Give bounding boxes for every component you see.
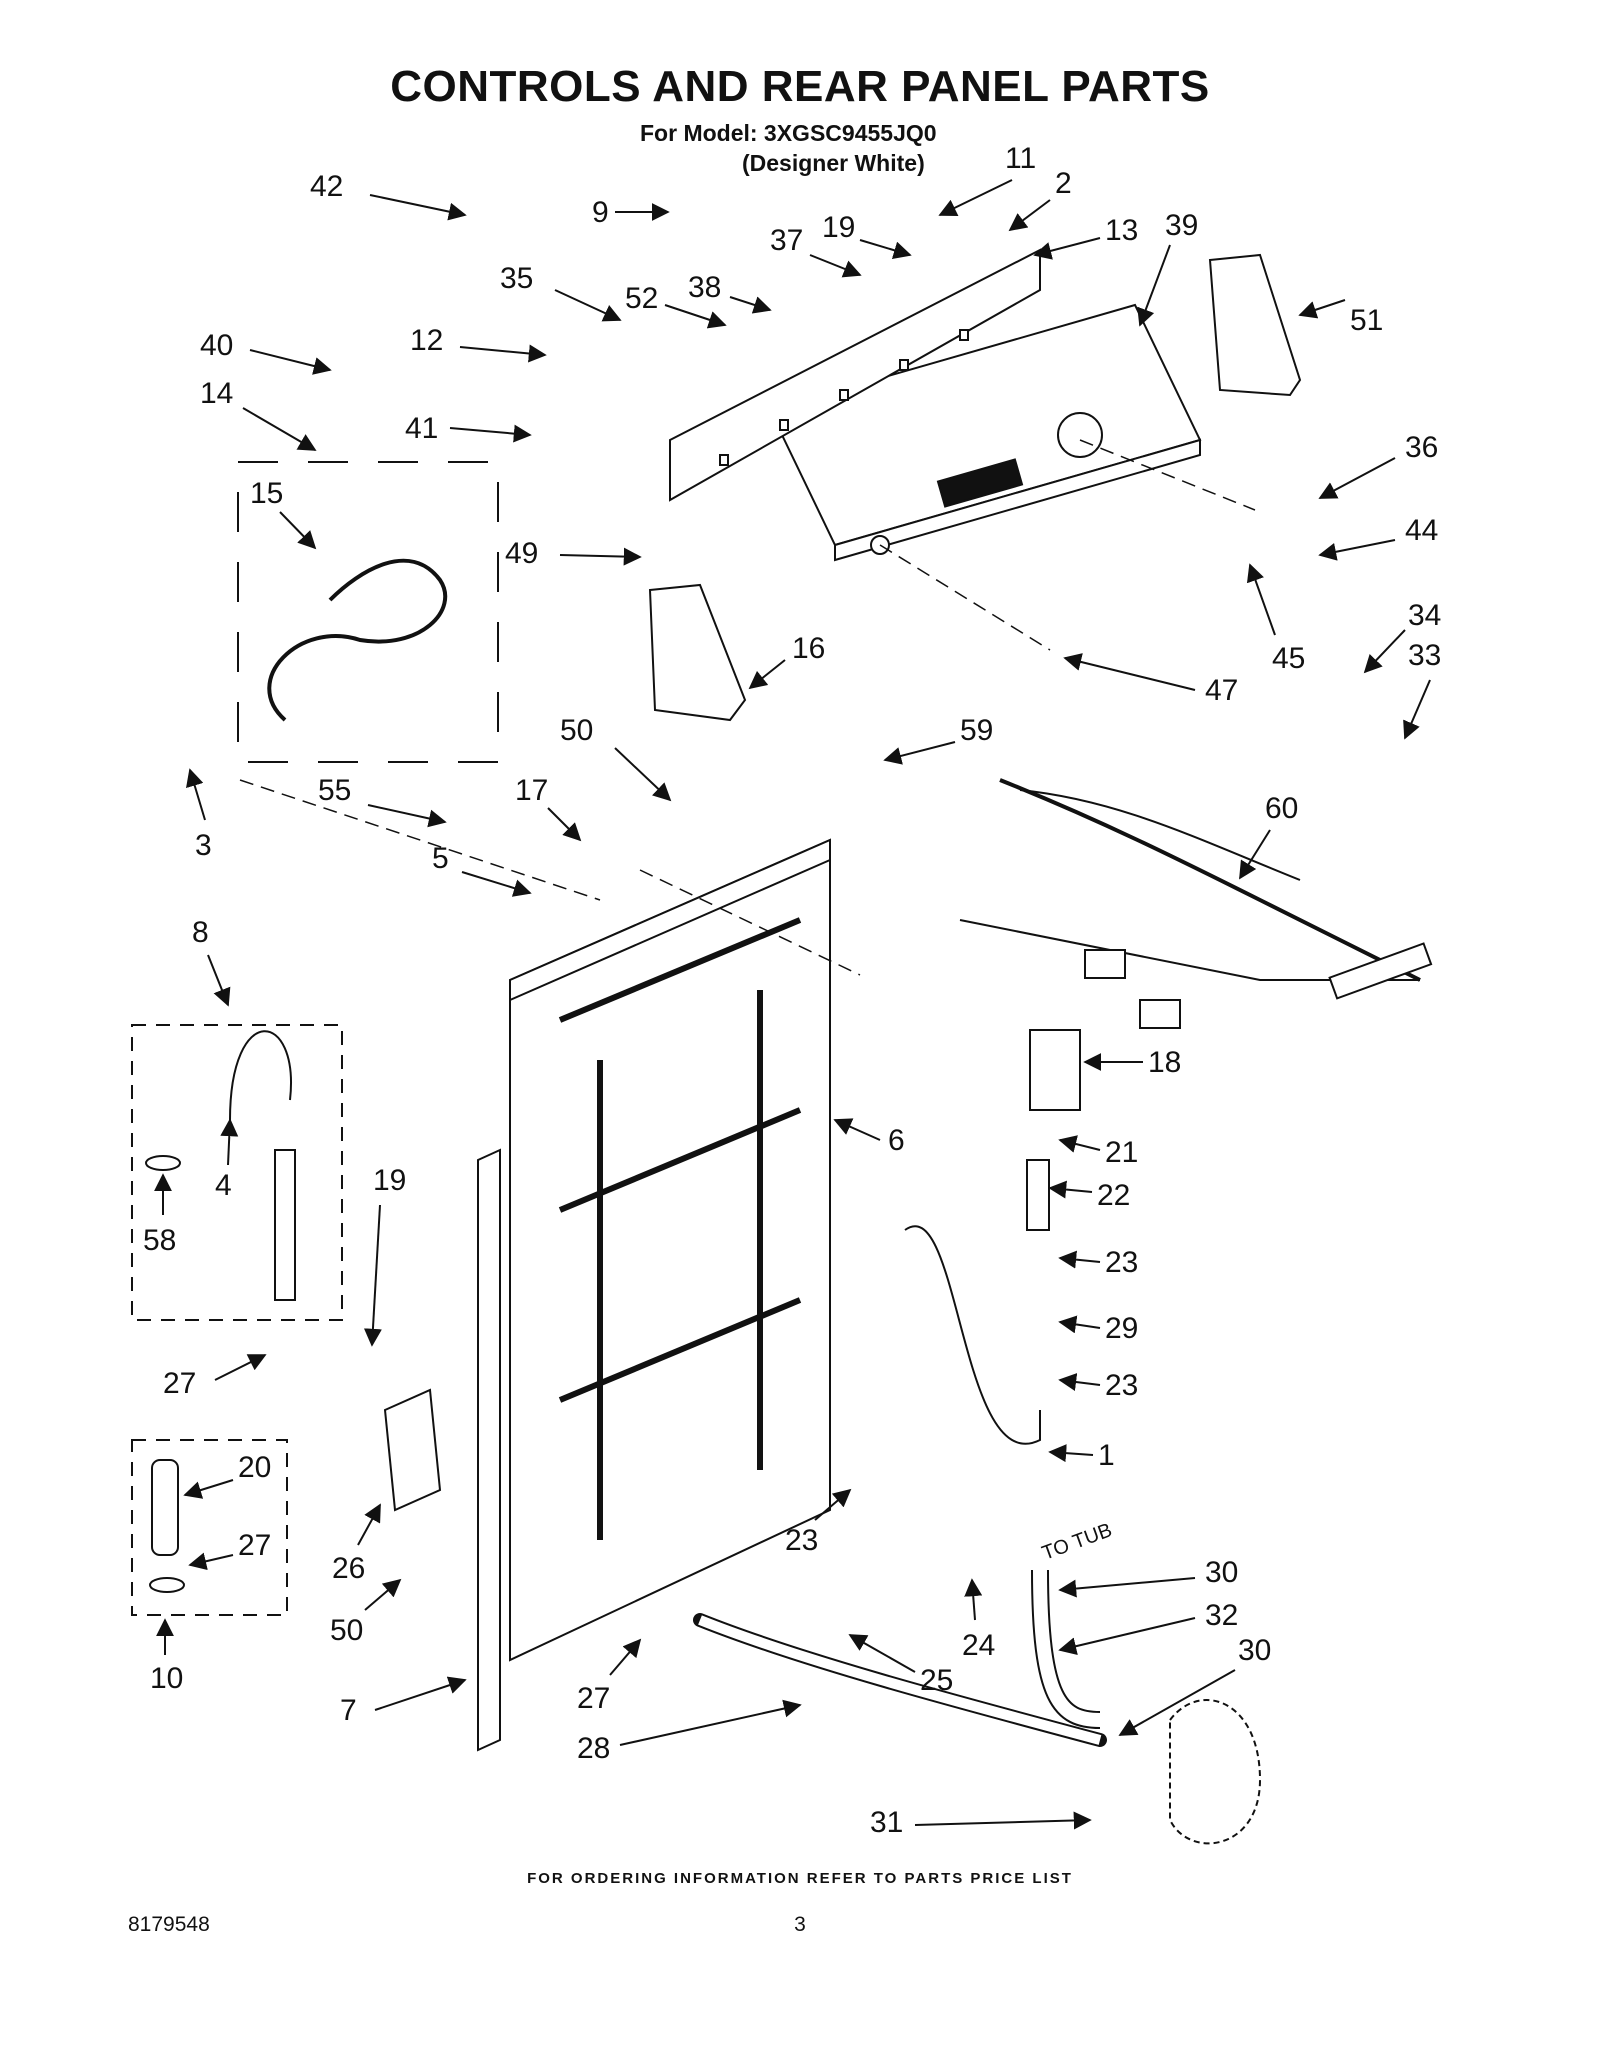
wire-harness [999,778,1421,982]
callout-8: 8 [192,916,209,949]
callout-30b: 30 [1238,1634,1271,1667]
callout-51: 51 [1350,304,1383,337]
callout-58: 58 [143,1224,176,1257]
callout-35: 35 [500,262,533,295]
callout-28: 28 [577,1732,610,1765]
callout-20: 20 [238,1451,271,1484]
callout-2: 2 [1055,167,1072,200]
callout-55: 55 [318,774,351,807]
callout-44: 44 [1405,514,1438,547]
ordering-note: FOR ORDERING INFORMATION REFER TO PARTS … [527,1870,1073,1887]
callout-49: 49 [505,537,538,570]
callout-27c: 27 [577,1682,610,1715]
callout-21: 21 [1105,1136,1138,1169]
callout-60: 60 [1265,792,1298,825]
fill-hose-1 [904,1225,1041,1445]
end-cap-left [648,583,747,722]
bracket-26 [383,1388,442,1512]
callout-24: 24 [962,1629,995,1662]
callout-11: 11 [1005,142,1036,175]
callout-10: 10 [150,1662,183,1695]
callout-31: 31 [870,1806,903,1839]
callout-23a: 23 [1105,1246,1138,1279]
callout-7: 7 [340,1694,357,1727]
callout-41: 41 [405,412,438,445]
callout-3: 3 [195,829,212,862]
side-trim [477,1148,501,1752]
end-cap-right [1208,253,1302,397]
variant-line: (Designer White) [742,150,925,176]
page-number: 3 [794,1913,806,1936]
group-10-box [131,1439,288,1616]
callout-45: 45 [1272,642,1305,675]
callout-1: 1 [1098,1439,1115,1472]
callout-14: 14 [200,377,233,410]
display-window [936,458,1024,508]
callout-59: 59 [960,714,993,747]
callout-17: 17 [515,774,548,807]
callout-23c: 23 [785,1524,818,1557]
callout-42: 42 [310,170,343,203]
callout-27a: 27 [163,1367,196,1400]
callout-15: 15 [250,477,283,510]
callout-9: 9 [592,196,609,229]
callout-50: 50 [560,714,593,747]
callout-30a: 30 [1205,1556,1238,1589]
callout-39: 39 [1165,209,1198,242]
callout-22: 22 [1097,1179,1130,1212]
callout-52: 52 [625,282,658,315]
callout-13: 13 [1105,214,1138,247]
hose-22 [1026,1159,1050,1231]
callout-19b: 19 [373,1164,406,1197]
callout-37: 37 [770,224,803,257]
callout-6: 6 [888,1124,905,1157]
callout-18: 18 [1148,1046,1181,1079]
callout-23b: 23 [1105,1369,1138,1402]
water-valve [1029,1029,1081,1111]
group-8-box [131,1024,343,1321]
callout-16: 16 [792,632,825,665]
callout-25: 25 [920,1664,953,1697]
document-number: 8179548 [128,1913,210,1936]
callout-26: 26 [332,1552,365,1585]
callout-38: 38 [688,271,721,304]
pump-outline [1169,1699,1262,1845]
callout-4: 4 [215,1169,232,1202]
callout-29: 29 [1105,1312,1138,1345]
callout-5: 5 [432,842,449,875]
model-line: For Model: 3XGSC9455JQ0 [640,120,937,146]
callout-34: 34 [1408,599,1441,632]
page-title: CONTROLS AND REAR PANEL PARTS [390,62,1210,111]
callout-19: 19 [822,211,855,244]
callout-47: 47 [1205,674,1238,707]
to-tub-label: TO TUB [1039,1519,1115,1565]
callout-40: 40 [200,329,233,362]
callout-27b: 27 [238,1529,271,1562]
callout-33: 33 [1408,639,1441,672]
control-bracket [669,248,1041,502]
callout-32: 32 [1205,1599,1238,1632]
callout-36: 36 [1405,431,1438,464]
callout-12: 12 [410,324,443,357]
callout-50b: 50 [330,1614,363,1647]
